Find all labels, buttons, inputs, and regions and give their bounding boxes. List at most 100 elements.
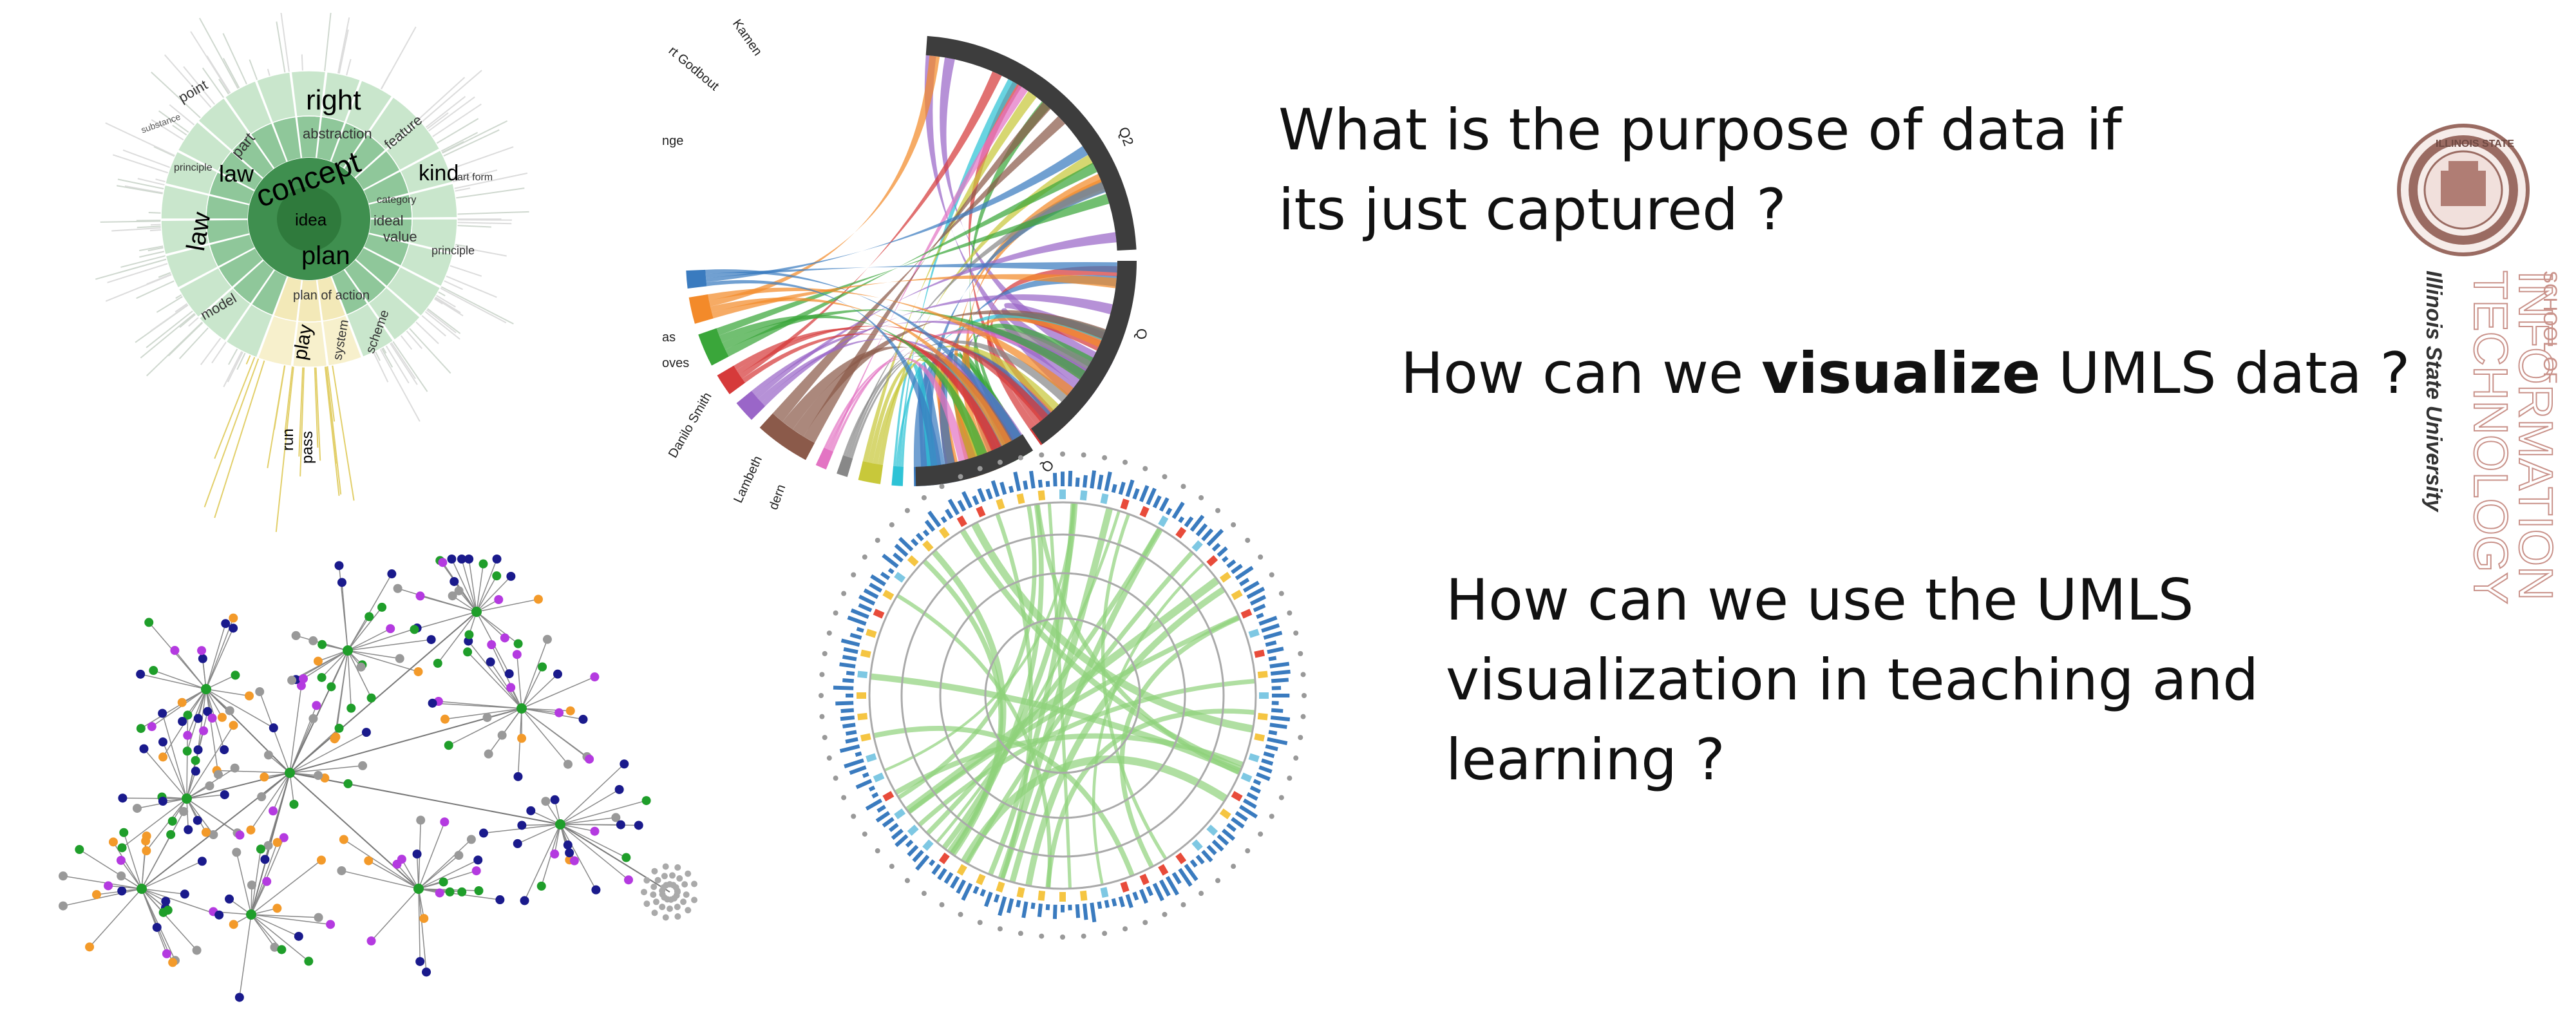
chord-ribbon bbox=[734, 328, 1002, 451]
network-node bbox=[590, 672, 600, 682]
network-edge bbox=[289, 772, 561, 825]
chord-diagram: Kamen rt Godbout nge as oves Danilo Smit… bbox=[662, 17, 1150, 511]
circos-histogram-bar bbox=[895, 834, 909, 848]
network-edge bbox=[414, 611, 477, 631]
network-edge bbox=[437, 611, 477, 664]
network-node bbox=[193, 745, 203, 755]
network-node bbox=[177, 697, 187, 707]
network-node bbox=[308, 714, 318, 723]
circos-histogram-bar bbox=[1222, 828, 1236, 841]
network-node bbox=[513, 839, 522, 848]
network-node bbox=[366, 693, 376, 703]
network-edge bbox=[560, 824, 595, 832]
sunburst-ray bbox=[249, 59, 258, 81]
circos-tick bbox=[889, 864, 895, 869]
network-node bbox=[158, 708, 167, 718]
sunburst-ray bbox=[455, 243, 466, 247]
network-edge bbox=[370, 888, 419, 942]
sunburst-ray bbox=[451, 171, 472, 179]
circos-band bbox=[938, 527, 950, 539]
chord-label-dern: dern bbox=[766, 482, 788, 511]
network-node bbox=[438, 558, 448, 567]
network-node bbox=[312, 701, 321, 710]
network-node bbox=[207, 714, 217, 723]
chord-arc-question bbox=[1031, 261, 1137, 444]
network-node bbox=[246, 825, 256, 835]
circos-histogram-bar bbox=[916, 533, 924, 542]
network-edge bbox=[289, 772, 295, 804]
circos-tick bbox=[1018, 931, 1023, 936]
chord-label-kamen: Kamen bbox=[730, 17, 764, 59]
network-node bbox=[565, 706, 575, 716]
network-node bbox=[650, 884, 658, 891]
circos-band bbox=[857, 670, 868, 679]
circos-band bbox=[860, 733, 871, 742]
circos-histogram-bar bbox=[856, 627, 864, 633]
circos-link bbox=[873, 726, 1135, 877]
network-edge bbox=[476, 575, 497, 612]
circos-histogram-bar bbox=[842, 654, 857, 661]
circos-band bbox=[1120, 498, 1130, 510]
network-node bbox=[247, 880, 256, 890]
circos-histogram-bar bbox=[842, 723, 856, 728]
network-node bbox=[650, 891, 657, 898]
circos-histogram-bar bbox=[956, 879, 967, 895]
network-node bbox=[296, 681, 306, 690]
network-node bbox=[199, 726, 209, 735]
circos-tick bbox=[997, 926, 1003, 932]
sunburst-ray bbox=[236, 352, 246, 370]
network-node bbox=[652, 898, 659, 906]
network-node bbox=[317, 855, 327, 865]
circos-tick bbox=[939, 902, 945, 907]
sunburst-ray bbox=[390, 341, 416, 379]
circos-tick bbox=[1298, 735, 1303, 741]
circos-histogram-bar bbox=[1235, 565, 1254, 580]
circos-link bbox=[931, 549, 1007, 857]
circos-tick bbox=[1162, 474, 1168, 480]
network-edge bbox=[396, 864, 419, 889]
circos-tick bbox=[1298, 650, 1303, 656]
sunburst-segment bbox=[197, 97, 251, 151]
circos-histogram-bar bbox=[1201, 849, 1213, 862]
circos-tick bbox=[851, 813, 857, 819]
network-edge bbox=[186, 760, 196, 799]
circos-tick bbox=[1278, 795, 1284, 801]
network-node bbox=[229, 623, 238, 633]
network-node bbox=[361, 728, 371, 737]
network-node bbox=[683, 891, 690, 898]
circos-tick bbox=[939, 484, 945, 489]
network-edge bbox=[521, 708, 590, 760]
network-node bbox=[676, 875, 683, 882]
sunburst-ray bbox=[147, 247, 164, 252]
sunburst-ray bbox=[434, 296, 461, 314]
sunburst-segment bbox=[225, 303, 274, 359]
circos-band bbox=[1206, 555, 1218, 567]
circos-histogram-bar bbox=[1037, 479, 1043, 488]
network-edge bbox=[490, 661, 522, 709]
sunburst-ray bbox=[433, 298, 443, 305]
sunburst-segment bbox=[399, 149, 453, 194]
network-node bbox=[487, 640, 497, 650]
sunburst-segment bbox=[292, 320, 328, 368]
sunburst-ray bbox=[276, 21, 286, 73]
network-node bbox=[337, 866, 346, 875]
network-node bbox=[193, 815, 202, 825]
network-edge bbox=[62, 888, 142, 907]
network-node bbox=[413, 667, 423, 676]
sunburst-segment bbox=[345, 79, 393, 135]
chord-ribbon bbox=[873, 345, 1059, 464]
network-node bbox=[217, 712, 227, 722]
sunburst-label-law-2: law bbox=[182, 210, 216, 253]
network-node bbox=[506, 683, 516, 692]
network-node bbox=[533, 594, 543, 604]
circos-histogram-bar bbox=[1249, 594, 1267, 606]
circos-histogram-bar bbox=[972, 495, 980, 506]
network-edge bbox=[418, 859, 478, 889]
circos-band bbox=[938, 852, 950, 864]
network-node bbox=[221, 619, 231, 629]
network-edge bbox=[321, 650, 348, 678]
sunburst-ray bbox=[426, 308, 461, 334]
network-edge bbox=[123, 832, 142, 889]
sunburst-segment bbox=[164, 151, 218, 195]
sunburst-segment bbox=[321, 71, 361, 123]
